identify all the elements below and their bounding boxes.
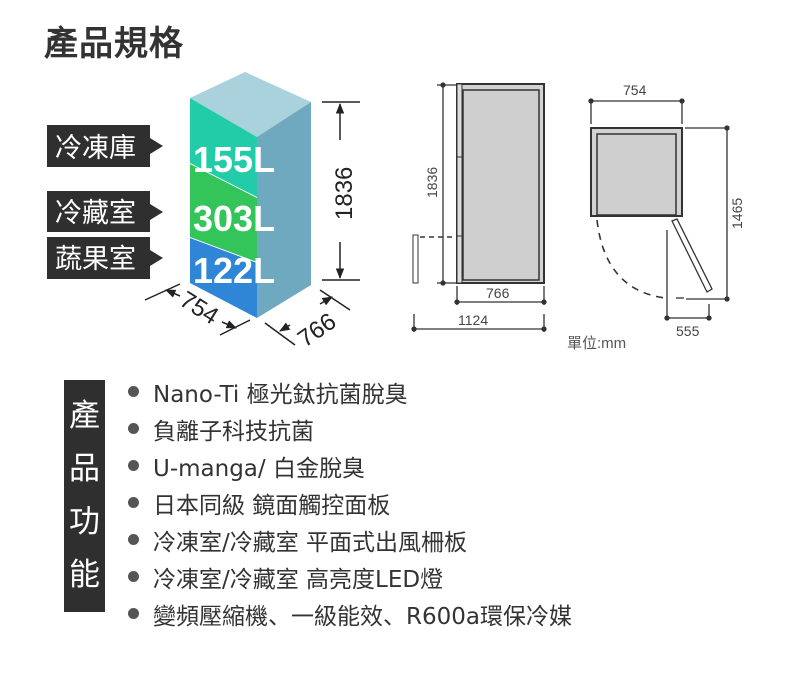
top-view-drawing: 754 1465 555 單位:mm (567, 82, 745, 352)
top-width-label: 754 (623, 82, 647, 98)
feature-item: 變頻壓縮機、一級能效、R600a環保冷媒 (128, 595, 572, 632)
feature-text: 冷凍室/冷藏室 平面式出風柵板 (153, 529, 468, 556)
feature-text: U-manga/ 白金脫臭 (153, 455, 365, 482)
features-label-char: 功 (69, 504, 100, 540)
veg-volume: 122L (193, 250, 275, 291)
svg-text:1836: 1836 (331, 167, 358, 220)
bullet-icon (128, 386, 139, 397)
feature-text: 冷凍室/冷藏室 高亮度LED燈 (153, 566, 444, 593)
top-depth-label: 1465 (729, 198, 745, 229)
svg-text:冷藏室: 冷藏室 (55, 198, 136, 229)
veg-face (190, 238, 257, 318)
feature-item: U-manga/ 白金脫臭 (128, 447, 572, 484)
svg-text:冷凍庫: 冷凍庫 (55, 133, 136, 164)
feature-item: 冷凍室/冷藏室 平面式出風柵板 (128, 521, 572, 558)
features-label: 產 品 功 能 (64, 380, 105, 612)
features-label-char: 產 (69, 398, 100, 434)
bullet-icon (128, 534, 139, 545)
feature-text: 負離子科技抗菌 (153, 418, 314, 445)
door-open-depth-label: 1124 (458, 312, 488, 328)
feature-item: Nano-Ti 極光鈦抗菌脫臭 (128, 373, 572, 410)
box-side (257, 102, 311, 318)
features-label-char: 能 (69, 557, 100, 593)
bullet-icon (128, 497, 139, 508)
feature-item: 負離子科技抗菌 (128, 410, 572, 447)
page-title: 產品規格 (44, 24, 184, 64)
svg-text:蔬果室: 蔬果室 (55, 244, 136, 275)
fridge-volume: 303L (193, 198, 275, 239)
side-depth-label: 766 (486, 285, 510, 301)
bullet-icon (128, 608, 139, 619)
box-top (190, 72, 311, 137)
feature-list: Nano-Ti 極光鈦抗菌脫臭 負離子科技抗菌 U-manga/ 白金脫臭 日本… (128, 373, 572, 632)
bullet-icon (128, 423, 139, 434)
unit-label: 單位:mm (567, 335, 626, 352)
box-height-dimension: 1836 (322, 101, 360, 281)
feature-item: 日本同級 鏡面觸控面板 (128, 484, 572, 521)
door-clearance-label: 555 (676, 323, 700, 339)
features-label-char: 品 (69, 451, 100, 487)
compartment-label-fridge: 冷藏室 (47, 191, 163, 232)
svg-text:766: 766 (293, 308, 341, 353)
feature-text: 變頻壓縮機、一級能效、R600a環保冷媒 (153, 603, 572, 630)
compartment-label-veg: 蔬果室 (47, 237, 163, 279)
freezer-volume: 155L (193, 139, 275, 180)
feature-item: 冷凍室/冷藏室 高亮度LED燈 (128, 558, 572, 595)
fridge-face (190, 164, 257, 262)
feature-text: 日本同級 鏡面觸控面板 (153, 492, 391, 519)
side-view-drawing: 1836 766 1124 (411, 82, 547, 332)
side-height-label: 1836 (424, 167, 440, 198)
bullet-icon (128, 571, 139, 582)
freezer-face (190, 98, 257, 197)
feature-text: Nano-Ti 極光鈦抗菌脫臭 (153, 381, 408, 408)
capacity-box: 155L 303L 122L (190, 72, 311, 318)
spec-diagrams: 155L 303L 122L 冷凍庫 冷藏室 蔬果室 1836 754 (47, 72, 745, 353)
bullet-icon (128, 460, 139, 471)
compartment-label-freezer: 冷凍庫 (47, 125, 163, 167)
